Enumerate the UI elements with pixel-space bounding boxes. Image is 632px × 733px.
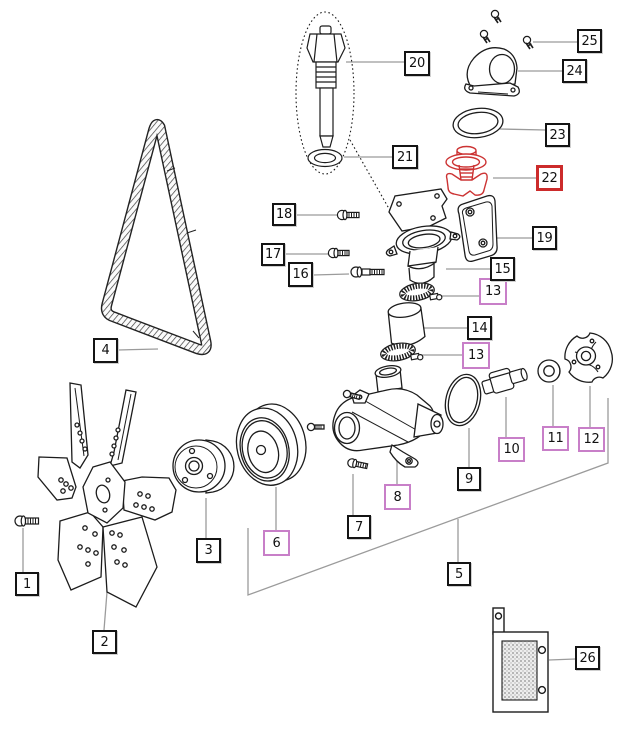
callout-26[interactable]: 26 [575,646,600,670]
callout-12[interactable]: 12 [578,427,605,452]
sealing-washer-icon [307,148,343,168]
leader-lines [22,41,609,661]
bearing-seal-icon [537,359,561,383]
callout-2[interactable]: 2 [92,630,117,654]
screw-icon [479,9,534,50]
callout-18[interactable]: 18 [272,203,296,226]
shaft-icon [481,367,528,395]
callout-9[interactable]: 9 [457,467,481,491]
callout-14[interactable]: 14 [467,316,492,340]
callout-6[interactable]: 6 [263,530,290,556]
callout-10[interactable]: 10 [498,437,525,462]
callout-7[interactable]: 7 [347,515,371,539]
water-outlet-elbow-icon [464,47,520,97]
hex-bolt-icon [347,458,369,470]
callout-4[interactable]: 4 [93,338,118,363]
callout-15[interactable]: 15 [490,257,515,281]
hex-bolt-icon [14,515,40,527]
callout-21[interactable]: 21 [392,145,418,169]
assembly-bracket-icon [247,398,609,596]
callout-19[interactable]: 19 [532,226,557,250]
callout-24[interactable]: 24 [562,59,587,83]
hose-clamp-icon [380,342,424,362]
temperature-sensor-icon [306,25,346,148]
hex-bolt-icon [306,422,325,432]
callout-17[interactable]: 17 [261,243,285,266]
v-belt-icon [100,119,212,356]
impeller-icon [564,332,614,383]
hose-clamp-icon [399,282,443,302]
callout-1[interactable]: 1 [15,572,39,596]
callout-23[interactable]: 23 [545,123,570,147]
fan-icon [37,382,177,608]
hex-bolt-icon [342,389,361,401]
thermostat-housing-icon [385,188,461,284]
callout-16[interactable]: 16 [288,262,313,287]
callout-13-upper[interactable]: 13 [479,278,507,305]
callout-20[interactable]: 20 [404,51,430,76]
pulley-icon [235,403,307,486]
water-pump-body-icon [306,364,444,468]
gasket-icon [457,194,498,263]
callout-5[interactable]: 5 [447,562,471,586]
o-ring-gasket-icon [444,373,482,427]
hex-bolt-icon [327,209,385,278]
callout-22[interactable]: 22 [536,165,563,191]
callout-25[interactable]: 25 [577,29,602,53]
thermostat-icon [445,145,488,197]
temperature-sensor-group [295,11,393,215]
callout-8[interactable]: 8 [384,484,411,510]
ring-gasket-icon [452,107,504,139]
callout-11[interactable]: 11 [542,426,569,451]
cover-plate-icon [492,607,549,713]
callout-3[interactable]: 3 [196,538,221,563]
hose-icon [387,302,426,346]
pulley-hub-icon [172,439,235,494]
callout-13-lower[interactable]: 13 [462,342,490,369]
